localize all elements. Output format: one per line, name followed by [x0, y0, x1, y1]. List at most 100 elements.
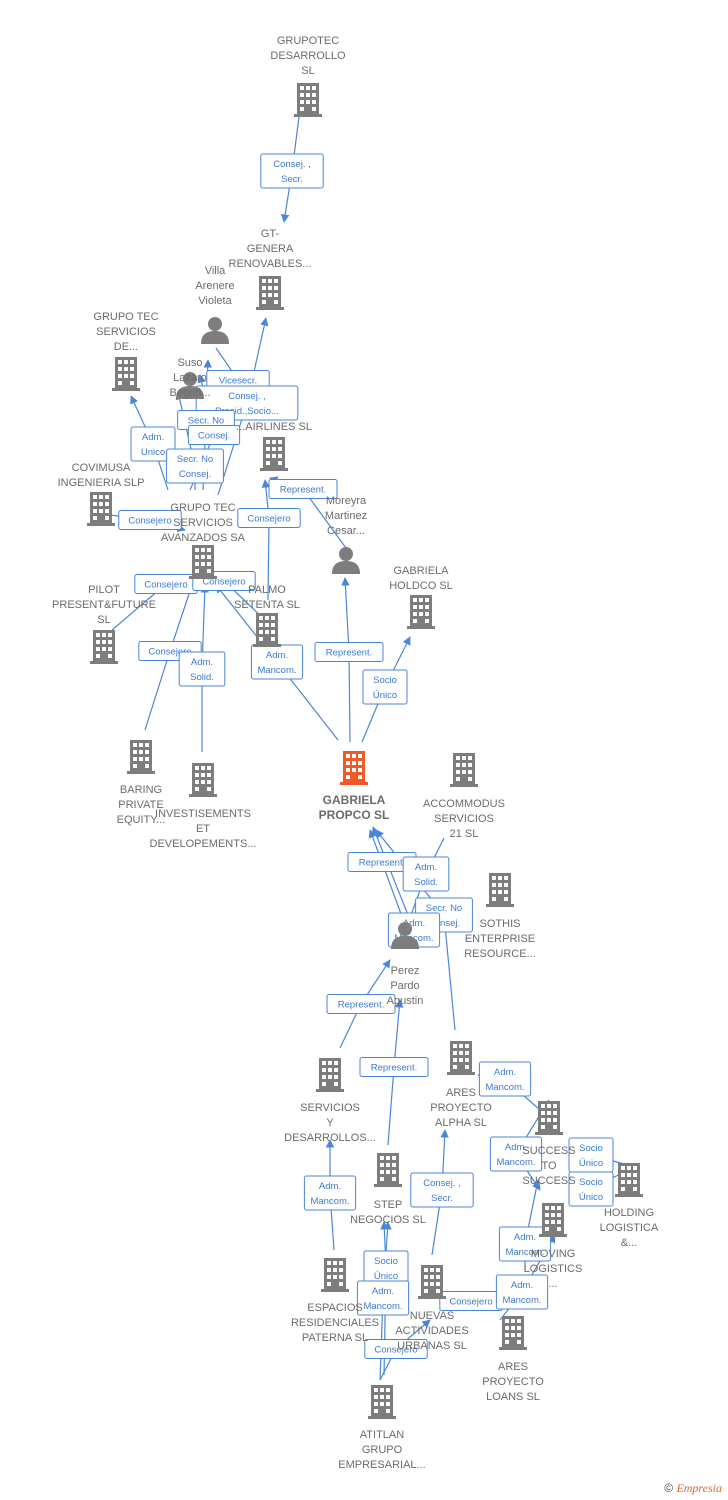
- node-label-line: SOTHIS: [480, 918, 521, 930]
- node-investisements[interactable]: INVESTISEMENTSETDEVELOPEMENTS...: [150, 763, 257, 850]
- node-sothis[interactable]: SOTHISENTERPRISERESOURCE...: [464, 873, 536, 960]
- edge-label-e35[interactable]: Consejero: [364, 1339, 428, 1359]
- edge-label-text: Mancom.: [363, 1301, 402, 1312]
- edge-label-text: Consejero: [247, 514, 290, 525]
- edge-label-e29[interactable]: Consej. ,Secr.: [410, 1172, 474, 1208]
- edge-label-e9[interactable]: Represent.: [268, 479, 338, 499]
- edge-label-text: Consejero: [374, 1345, 417, 1356]
- node-label-line: ACTIVIDADES: [395, 1325, 468, 1337]
- company-icon: [256, 276, 284, 310]
- node-gt_genera[interactable]: GT-GENERARENOVABLES...: [229, 228, 312, 310]
- company-icon: [374, 1153, 402, 1187]
- edge-label-e6[interactable]: Adm.Unico: [130, 426, 176, 462]
- edge-label-text: Secr. No: [426, 903, 462, 914]
- node-label-line: Pardo: [390, 980, 419, 992]
- node-label-line: Cesar...: [327, 525, 365, 537]
- edge-label-e34[interactable]: Adm. Mancom.: [495, 1274, 549, 1310]
- edge-label-e14[interactable]: Adm.Solid.: [178, 651, 226, 687]
- edge-label-e5[interactable]: Consej.: [187, 425, 241, 445]
- edge-label-text: Adm.: [403, 918, 425, 929]
- edge-line: [261, 479, 270, 601]
- edge-label-text: Vicesecr.: [219, 376, 257, 387]
- edge-label-text: Presid.,Socio...: [215, 406, 279, 417]
- edge-label-text: Mancom.: [502, 1295, 541, 1306]
- edge-label-text: Mancom.: [257, 665, 296, 676]
- node-moving_logistics[interactable]: MOVINGLOGISTICS...: [524, 1203, 583, 1290]
- edge-label-box: [498, 1226, 552, 1262]
- node-suso[interactable]: SusoLazaroBegoñ...: [170, 357, 211, 399]
- edge-label-e33[interactable]: Consejero: [439, 1291, 503, 1311]
- edge-label-text: Socio: [373, 675, 397, 686]
- node-label-line: Agustin: [387, 995, 424, 1007]
- edge-label-text: Secr. No: [177, 454, 213, 465]
- edge-label-e25[interactable]: Adm.Mancom.: [489, 1136, 543, 1172]
- edge-label-e32[interactable]: Adm.Mancom.: [356, 1280, 410, 1316]
- node-holding_logistica[interactable]: HOLDINGLOGISTICA&...: [600, 1163, 659, 1249]
- node-label-line: ACCOMMODUS: [423, 798, 505, 810]
- edge-label-text: Solid.: [190, 672, 214, 683]
- node-airlines[interactable]: ...AIRLINES SL: [236, 421, 312, 471]
- node-label-line: Suso: [177, 357, 202, 369]
- edge-label-e23[interactable]: Represent.: [359, 1057, 429, 1077]
- edge-label-text: Consejero: [449, 1297, 492, 1308]
- edge-label-text: Mancom.: [485, 1082, 524, 1093]
- edge-label-e15[interactable]: Adm.Mancom.: [250, 644, 304, 680]
- node-label-line: Violeta: [198, 295, 232, 307]
- brand-logo[interactable]: Empresia: [676, 1481, 722, 1495]
- company-icon: [447, 1041, 475, 1075]
- edge-label-e16[interactable]: Represent.: [314, 642, 384, 662]
- node-moreyra[interactable]: MoreyraMartinezCesar...: [325, 495, 367, 574]
- node-label-line: GRUPO: [362, 1444, 403, 1456]
- edge-label-text: Consej.: [198, 431, 230, 442]
- edge-label-e1[interactable]: Consej. ,Secr.: [260, 153, 324, 189]
- edge-label-box: [362, 669, 408, 705]
- edge-label-e10[interactable]: Consejero: [237, 508, 301, 528]
- edge-label-e22[interactable]: Represent.: [326, 994, 396, 1014]
- edge-label-text: Adm.: [511, 1280, 533, 1291]
- edge-label-text: Represent.: [326, 648, 372, 659]
- edge-label-e2[interactable]: Vicesecr.: [206, 370, 270, 390]
- node-atitlan[interactable]: ATITLANGRUPOEMPRESARIAL...: [338, 1385, 426, 1471]
- edge-label-e11[interactable]: Consejero: [134, 574, 198, 594]
- edge-label-box: [359, 1057, 429, 1077]
- node-label-line: ATITLAN: [360, 1429, 404, 1441]
- edge-label-e8[interactable]: Consejero: [118, 510, 182, 530]
- edge-label-box: [356, 1280, 410, 1316]
- edge-label-text: Único: [579, 1192, 603, 1203]
- edge-label-e19[interactable]: Adm.Solid.: [402, 856, 450, 892]
- edge-label-e30[interactable]: Adm.Mancom.: [498, 1226, 552, 1262]
- node-label-line: INGENIERIA SLP: [58, 477, 145, 489]
- edge-label-text: Mancom.: [496, 1157, 535, 1168]
- edge-label-box: [268, 479, 338, 499]
- node-baring[interactable]: BARINGPRIVATEEQUITY...: [117, 740, 166, 826]
- node-servicios_y_desarrollos[interactable]: SERVICIOSYDESARROLLOS...: [284, 1058, 376, 1144]
- edge-label-text: Socio: [579, 1177, 603, 1188]
- person-icon: [201, 317, 229, 344]
- edge-label-e24[interactable]: Adm.Mancom.: [478, 1061, 532, 1097]
- edge-label-box: [410, 1172, 474, 1208]
- node-grupo_tec_servicios_de[interactable]: GRUPO TECSERVICIOSDE...: [93, 311, 159, 391]
- node-label-line: ET: [196, 823, 210, 835]
- edge-label-e28[interactable]: Adm.Mancom.: [303, 1175, 357, 1211]
